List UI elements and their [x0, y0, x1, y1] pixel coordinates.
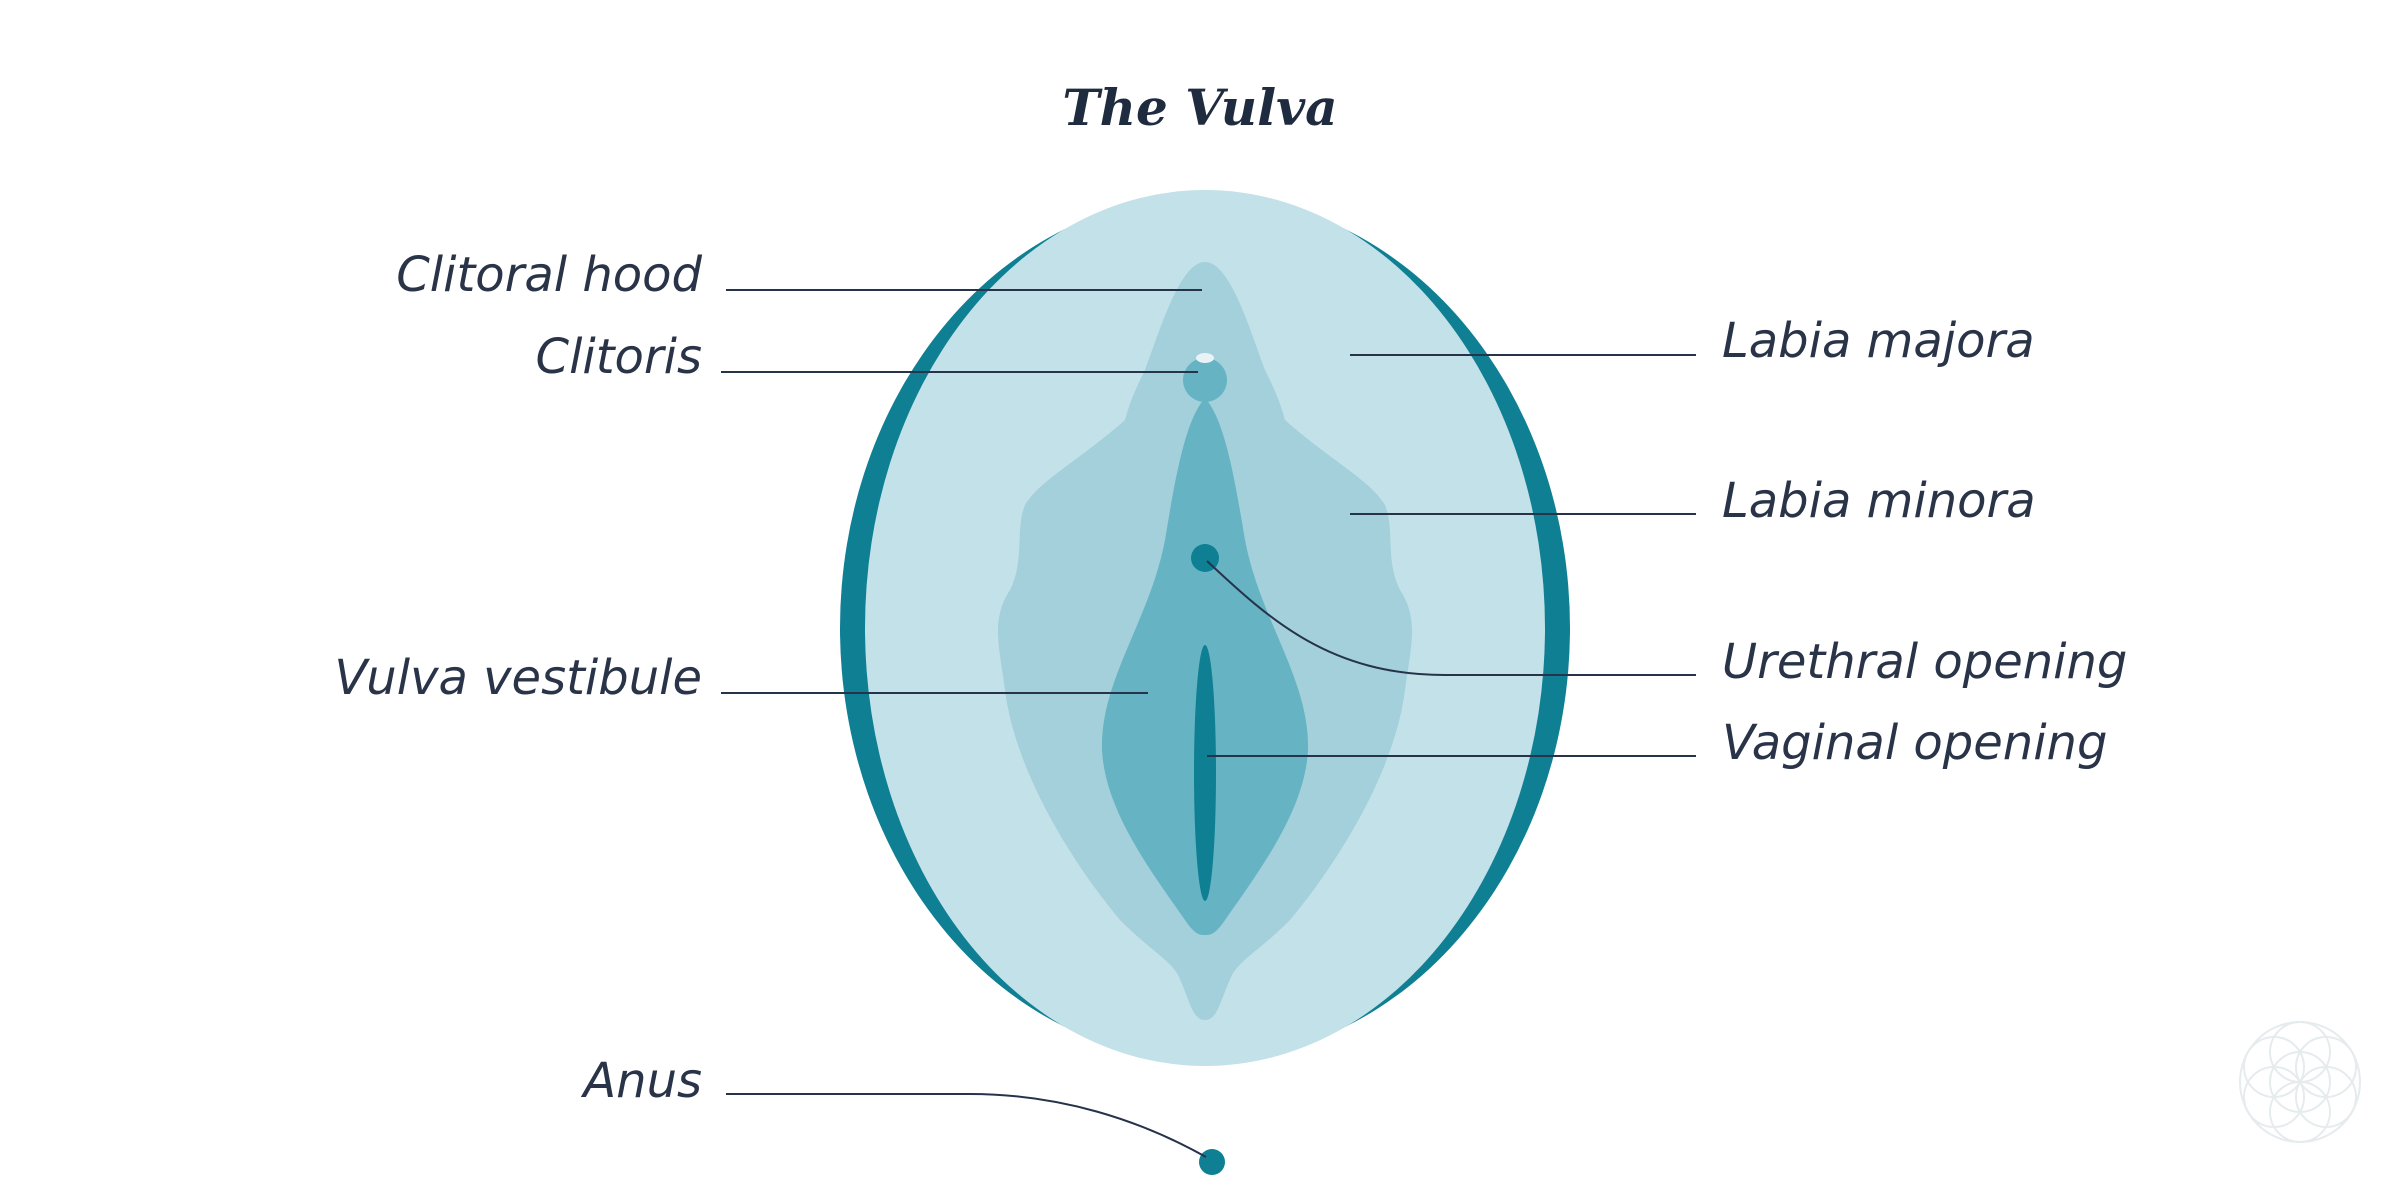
urethral-opening-leader: [1206, 560, 1696, 676]
anus-shape: [1199, 1149, 1225, 1175]
page-title: The Vulva: [1062, 78, 1338, 137]
label-clitoral-hood: Clitoral hood: [396, 247, 702, 303]
vaginal-opening-shape: [1194, 645, 1216, 901]
label-labia-majora: Labia majora: [1722, 313, 2035, 369]
label-labia-minora: Labia minora: [1722, 473, 2036, 529]
label-anus: Anus: [583, 1053, 702, 1109]
clitoris-highlight: [1196, 353, 1214, 363]
label-vulva-vestibule: Vulva vestibule: [334, 650, 702, 706]
label-vaginal-opening: Vaginal opening: [1722, 715, 2108, 771]
label-urethral-opening: Urethral opening: [1722, 634, 2128, 690]
label-clitoris: Clitoris: [535, 329, 702, 385]
flower-of-life-logo: [2239, 1021, 2361, 1143]
anus-leader: [726, 1093, 1207, 1158]
clitoris-shape: [1183, 358, 1227, 402]
